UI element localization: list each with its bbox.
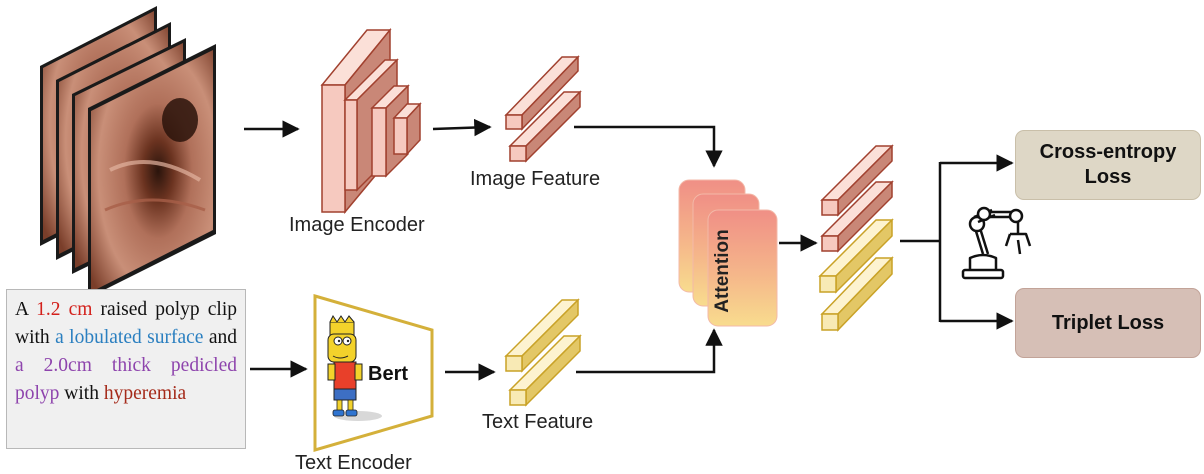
image-feature-label: Image Feature (470, 168, 601, 190)
text-encoder-label: Text Encoder (295, 452, 412, 474)
triplet-loss-label: Triplet Loss (1051, 311, 1165, 334)
caption-segment: with (59, 383, 104, 404)
fused-image-bars (820, 144, 894, 253)
caption-segment-surface: a lobulated surface (55, 327, 204, 348)
arrow-encoder-to-image-feature (432, 118, 492, 137)
caption-segment-pedicled: a 2.0cm thick pedicled polyp (15, 355, 237, 404)
caption-segment: raised polyp clip with (15, 299, 237, 348)
text-feature-bars (504, 298, 582, 407)
caption-segment-hyperemia: hyperemia (103, 383, 187, 404)
cross-entropy-loss-line2: Loss (1084, 166, 1132, 188)
image-encoder-label: Image Encoder (289, 214, 425, 236)
cross-entropy-loss-line1: Cross-entropy (1039, 141, 1177, 163)
text-feature-label: Text Feature (482, 411, 594, 433)
arrows-to-losses (900, 154, 1014, 330)
bart-character-icon (327, 315, 382, 421)
cross-entropy-loss-box: Cross-entropy Loss (1015, 130, 1201, 200)
caption-segment-size: 1.2 cm (36, 299, 93, 320)
caption-text-box: A 1.2 cm raised polyp clip with a lobula… (6, 289, 246, 449)
caption-segment: and (203, 327, 238, 348)
attention-block (678, 179, 778, 327)
triplet-loss-box: Triplet Loss (1015, 288, 1201, 358)
endoscopy-frame-stack-icon (40, 6, 216, 298)
fused-text-bars (818, 218, 894, 332)
image-feature-bars (504, 55, 582, 163)
image-encoder-blocks (320, 27, 422, 215)
caption-segment: A (15, 299, 37, 320)
attention-label: Attention (712, 229, 733, 313)
robot-arm-icon (961, 206, 1032, 280)
arrow-image-feature-to-attention (574, 125, 723, 168)
bert-label: Bert (368, 363, 409, 385)
arrow-text-feature-to-attention (576, 328, 723, 374)
